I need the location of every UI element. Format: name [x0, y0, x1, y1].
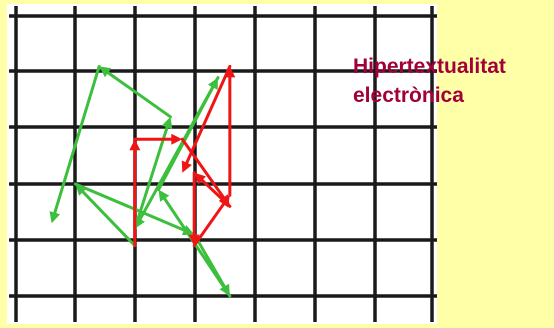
green-arrow-segment	[163, 197, 232, 298]
red-arrow-segment	[180, 137, 225, 199]
grid-paper	[7, 4, 437, 324]
red-arrow-arrowhead	[218, 195, 230, 208]
red-hypertext-path	[129, 64, 236, 248]
title-line-1: Hipertextualitat	[353, 55, 506, 78]
grid-diagram	[7, 4, 437, 324]
red-arrow-arrowhead	[194, 172, 206, 185]
red-arrow-segment	[192, 202, 225, 248]
green-arrow-segment	[106, 71, 172, 119]
title-block: Hipertextualitat electrònica	[353, 52, 553, 110]
green-arrow-arrowhead	[181, 225, 195, 236]
red-arrow-segment	[185, 64, 232, 165]
green-arrow-segment	[81, 190, 137, 248]
green-arrow-segment	[133, 125, 169, 231]
red-arrow-arrowhead	[188, 234, 200, 246]
green-arrow-segment	[53, 64, 101, 215]
green-arrow-arrowhead	[158, 189, 170, 202]
title-line-2: electrònica	[353, 84, 464, 107]
green-arrow-arrowhead	[49, 211, 61, 224]
green-arrow-arrowhead	[75, 184, 87, 196]
green-hypertext-path	[49, 64, 232, 298]
green-arrow-segment	[73, 182, 186, 232]
green-arrow-arrowhead	[99, 66, 112, 78]
red-arrow-arrowhead	[181, 160, 192, 173]
red-arrow-arrowhead	[171, 133, 183, 145]
green-arrow-arrowhead	[161, 116, 173, 129]
red-arrow-arrowhead	[129, 139, 141, 151]
green-arrow-segment	[138, 76, 220, 221]
